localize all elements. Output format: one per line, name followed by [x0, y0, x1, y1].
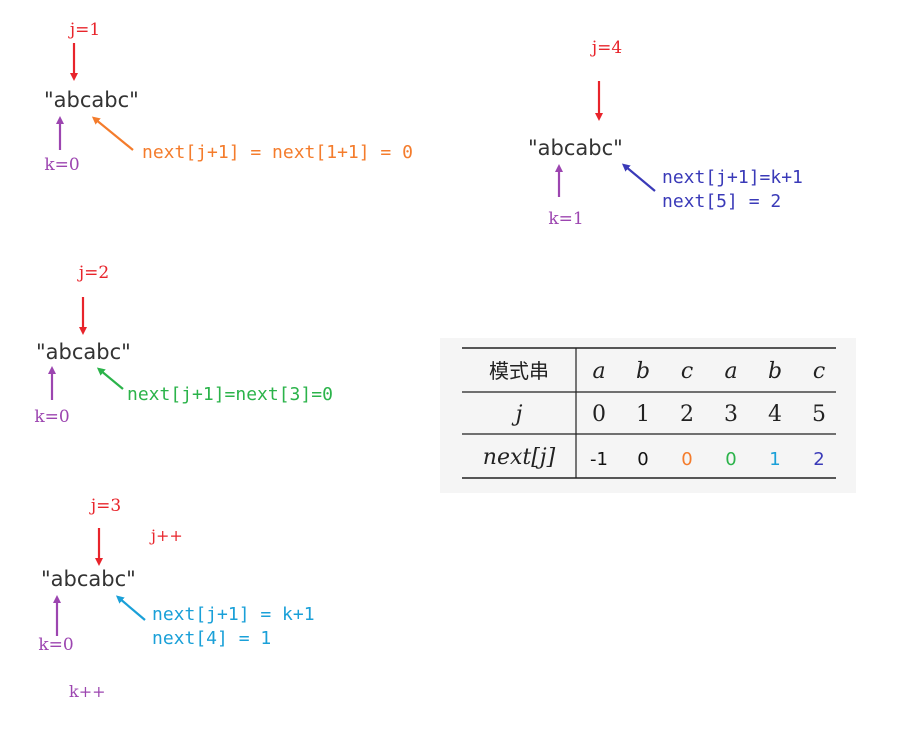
- j-label: j=4: [590, 38, 622, 58]
- note-line: next[4] = 1: [152, 628, 271, 649]
- pattern-cell: a: [592, 359, 605, 384]
- j-label: j=3: [89, 496, 121, 516]
- k-label: k=1: [548, 209, 583, 229]
- note-line: next[5] = 2: [662, 191, 781, 212]
- j-row: 0 1 2 3 4 5: [592, 402, 826, 427]
- step-j2: j=2 "abcabc" k=0 next[j+1]=next[3]=0: [34, 263, 333, 427]
- step-j4: j=4 "abcabc" k=1 next[j+1]=k+1 next[5] =…: [528, 38, 803, 229]
- j-cell: 3: [724, 402, 738, 427]
- next-cell: 0: [637, 449, 648, 470]
- next-cell: -1: [590, 449, 608, 470]
- j-cell: 2: [680, 402, 694, 427]
- j-cell: 1: [636, 402, 650, 427]
- note-line: next[j+1]=k+1: [662, 167, 803, 188]
- next-cell: 0: [681, 449, 692, 470]
- next-cell: 0: [725, 449, 736, 470]
- table-background: [440, 338, 856, 493]
- pattern-cell: c: [813, 359, 825, 384]
- pattern-cell: c: [681, 359, 693, 384]
- note-arrow: [621, 163, 656, 192]
- j-label: j=1: [68, 20, 100, 40]
- k-increment-label: k++: [69, 682, 106, 701]
- j-cell: 0: [592, 402, 606, 427]
- row-header-pattern: 模式串: [489, 359, 549, 383]
- note-arrow: [91, 116, 134, 151]
- note-line: next[j+1] = k+1: [152, 604, 315, 625]
- pattern-cell: b: [636, 359, 650, 384]
- note-arrow: [96, 367, 124, 390]
- step-j1: j=1 "abcabc" k=0 next[j+1] = next[1+1] =…: [44, 20, 413, 175]
- pattern-string: "abcabc": [44, 88, 139, 112]
- pattern-cell: b: [768, 359, 782, 384]
- k-label: k=0: [44, 155, 79, 175]
- j-cell: 4: [768, 402, 782, 427]
- note-line: next[j+1] = next[1+1] = 0: [142, 142, 413, 163]
- k-label: k=0: [34, 407, 69, 427]
- j-label: j=2: [77, 263, 109, 283]
- pattern-string: "abcabc": [36, 340, 131, 364]
- note-arrow: [115, 595, 146, 621]
- j-increment-label: j++: [149, 526, 183, 545]
- next-cell: 2: [813, 449, 824, 470]
- step-j3: j=3 j++ "abcabc" k=0 next[j+1] = k+1 nex…: [38, 496, 314, 701]
- next-row: -1 0 0 0 1 2: [590, 449, 825, 470]
- pattern-cell: a: [724, 359, 737, 384]
- k-label: k=0: [38, 635, 73, 655]
- pattern-string: "abcabc": [41, 567, 136, 591]
- next-cell: 1: [769, 449, 780, 470]
- pattern-string: "abcabc": [528, 136, 623, 160]
- row-header-next: next[j]: [483, 445, 556, 470]
- note-line: next[j+1]=next[3]=0: [127, 384, 333, 405]
- j-cell: 5: [812, 402, 826, 427]
